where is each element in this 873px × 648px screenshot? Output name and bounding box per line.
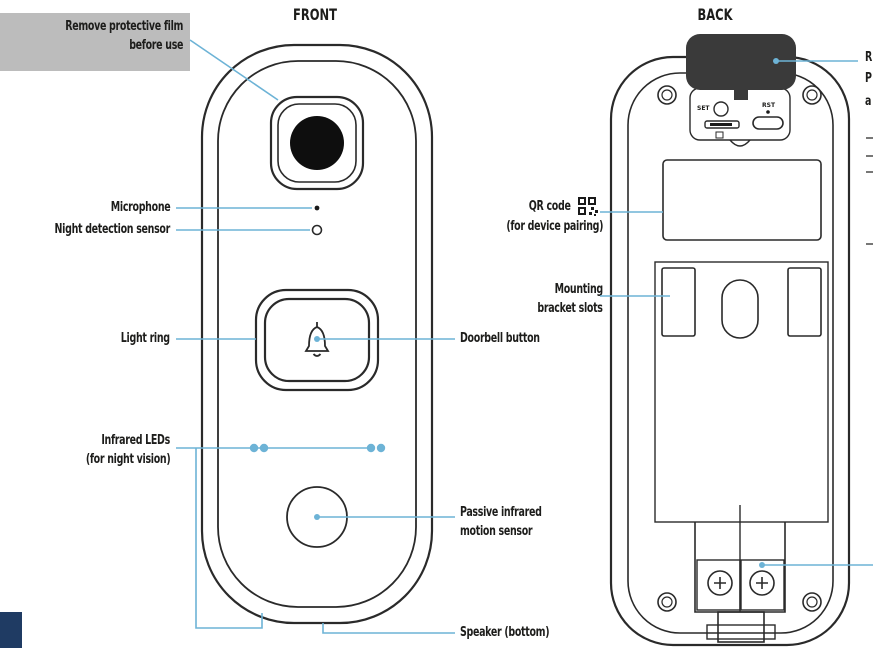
front-heading: FRONT [292, 5, 338, 24]
pir-sensor-label-line1: Passive infrared [460, 504, 542, 520]
infrared-led [376, 443, 386, 453]
camera-housing [269, 95, 365, 191]
set-port-text: SET [697, 105, 710, 112]
mounting-bracket-label-line2: bracket slots [537, 300, 604, 316]
camera-lens [290, 116, 344, 170]
light-ring [254, 288, 380, 392]
cutoff-label-p: P [865, 70, 872, 86]
back-body-inner [627, 72, 834, 634]
front-body-inner [217, 60, 417, 608]
rst-port-text: RST [762, 102, 776, 109]
cutoff-label-r: R [865, 49, 872, 65]
back-top-tab [686, 34, 796, 90]
screw-left [707, 570, 733, 596]
night-detection-sensor [311, 224, 323, 236]
mounting-bracket-label-line1: Mounting [554, 281, 604, 297]
doorbell-button [263, 297, 371, 383]
qr-code-icon [578, 197, 598, 216]
doorbell-button-label: Doorbell button [460, 330, 540, 346]
infrared-leds-label-line2: (for night vision) [85, 451, 170, 467]
qr-code-label-line1: QR code [529, 198, 571, 214]
screw-right [749, 570, 775, 596]
bracket-slot-left [661, 267, 696, 337]
night-detection-sensor-label: Night detection sensor [54, 221, 171, 237]
corner-page-marker [0, 612, 22, 648]
microphone-label: Microphone [110, 199, 170, 215]
bell-icon [304, 322, 330, 357]
bracket-slot-right [787, 267, 822, 337]
film-note-line1: Remove protective film [65, 18, 183, 34]
infrared-led [249, 443, 259, 453]
sd-card-slot [704, 120, 740, 129]
qr-code-label-line2: (for device pairing) [506, 218, 603, 234]
microphone-hole [314, 205, 320, 211]
back-body-outer [609, 55, 851, 647]
center-mount-hole [721, 279, 759, 339]
protective-film-note-box [0, 13, 190, 71]
light-ring-label: Light ring [121, 330, 170, 346]
qr-label-area [662, 159, 822, 241]
back-heading: BACK [697, 5, 733, 24]
cutoff-label-a: a [865, 93, 872, 109]
infrared-leds-label-line1: Infrared LEDs [101, 432, 170, 448]
infrared-led [366, 443, 376, 453]
infrared-led [259, 443, 269, 453]
film-note-line2: before use [129, 37, 183, 53]
usb-c-port [752, 116, 784, 130]
front-body-outer [200, 43, 434, 625]
speaker-label: Speaker (bottom) [460, 624, 550, 640]
pir-sensor-label-line2: motion sensor [460, 523, 533, 539]
